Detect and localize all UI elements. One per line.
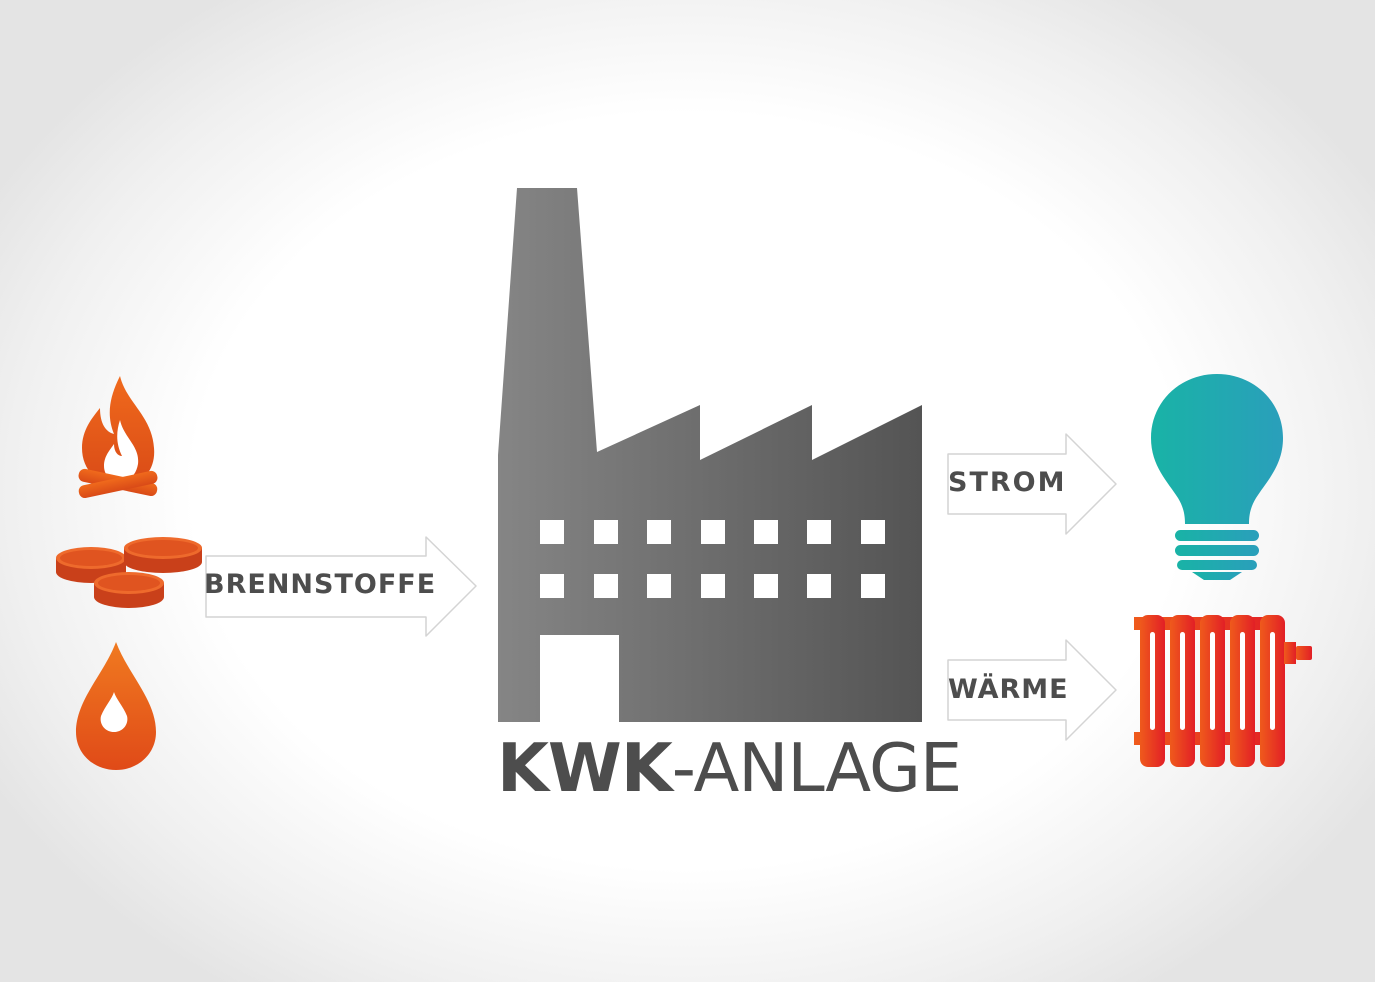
radiator-icon — [1134, 615, 1312, 767]
oil-drop-icon — [76, 642, 156, 770]
factory-windows — [540, 520, 885, 598]
input-label: BRENNSTOFFE — [204, 569, 437, 600]
strom-arrow — [947, 433, 1117, 535]
plant-title-sep: - — [671, 729, 695, 807]
plant-title-bold: KWK — [497, 729, 673, 807]
plant-title-rest: ANLAGE — [693, 729, 962, 807]
campfire-icon — [78, 376, 158, 499]
factory-icon — [498, 188, 922, 722]
lightbulb-icon — [1151, 374, 1283, 580]
plant-title: KWK-ANLAGE — [497, 728, 962, 808]
output-label-strom: STROM — [948, 467, 1067, 498]
waerme-arrow — [947, 639, 1117, 741]
coal-pellets-icon — [56, 537, 202, 608]
input-arrow — [205, 536, 477, 637]
output-label-waerme: WÄRME — [948, 674, 1069, 705]
